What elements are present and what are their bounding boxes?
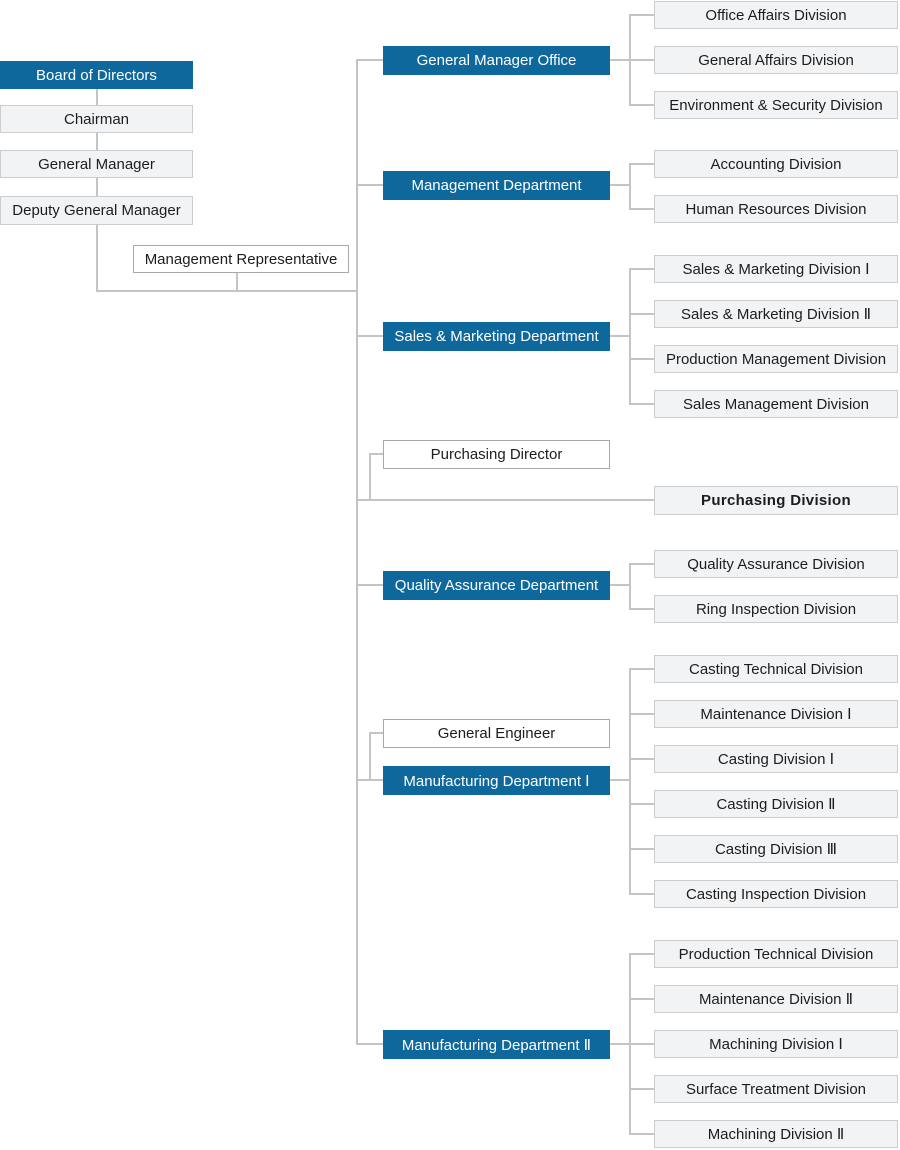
node-casting-division-2: Casting Division Ⅱ bbox=[654, 790, 898, 818]
node-management-representative: Management Representative bbox=[133, 245, 349, 273]
connector-line bbox=[629, 358, 656, 360]
node-casting-inspection-division: Casting Inspection Division bbox=[654, 880, 898, 908]
connector-line bbox=[629, 1043, 656, 1045]
node-general-manager-office: General Manager Office bbox=[383, 46, 610, 75]
node-maintenance-division-2: Maintenance Division Ⅱ bbox=[654, 985, 898, 1013]
connector-line bbox=[629, 208, 656, 210]
connector-line bbox=[629, 163, 656, 165]
node-manufacturing-department-2: Manufacturing Department Ⅱ bbox=[383, 1030, 610, 1059]
node-purchasing-division: Purchasing Division bbox=[654, 486, 898, 515]
node-surface-treatment-division: Surface Treatment Division bbox=[654, 1075, 898, 1103]
connector-line bbox=[629, 14, 656, 16]
connector-line bbox=[356, 499, 655, 501]
node-manufacturing-department-1: Manufacturing Department Ⅰ bbox=[383, 766, 610, 795]
connector-line bbox=[629, 59, 656, 61]
connector-line bbox=[629, 998, 656, 1000]
connector-line bbox=[629, 713, 656, 715]
connector-line bbox=[96, 290, 358, 292]
connector-line bbox=[629, 893, 656, 895]
connector-line bbox=[369, 453, 371, 501]
node-quality-assurance-division: Quality Assurance Division bbox=[654, 550, 898, 578]
connector-line bbox=[629, 1133, 656, 1135]
connector-line bbox=[96, 89, 98, 292]
connector-line bbox=[629, 758, 656, 760]
connector-line bbox=[629, 668, 656, 670]
connector-line bbox=[629, 848, 656, 850]
node-management-department: Management Department bbox=[383, 171, 610, 200]
connector-line bbox=[629, 1088, 656, 1090]
node-casting-division-3: Casting Division Ⅲ bbox=[654, 835, 898, 863]
node-casting-division-1: Casting Division Ⅰ bbox=[654, 745, 898, 773]
node-sales-marketing-division-1: Sales & Marketing Division Ⅰ bbox=[654, 255, 898, 283]
connector-line bbox=[609, 779, 631, 781]
connector-line bbox=[369, 732, 384, 734]
connector-line bbox=[629, 803, 656, 805]
connector-line bbox=[629, 563, 656, 565]
node-quality-assurance-department: Quality Assurance Department bbox=[383, 571, 610, 600]
connector-line bbox=[609, 335, 631, 337]
connector-line bbox=[629, 268, 656, 270]
connector-line bbox=[356, 335, 384, 337]
connector-line bbox=[609, 1043, 631, 1045]
node-chairman: Chairman bbox=[0, 105, 193, 133]
connector-line bbox=[629, 563, 631, 610]
node-purchasing-director: Purchasing Director bbox=[383, 440, 610, 469]
connector-line bbox=[609, 59, 631, 61]
connector-line bbox=[356, 584, 384, 586]
node-machining-division-2: Machining Division Ⅱ bbox=[654, 1120, 898, 1148]
connector-line bbox=[356, 1043, 384, 1045]
node-general-engineer: General Engineer bbox=[383, 719, 610, 748]
node-sales-management-division: Sales Management Division bbox=[654, 390, 898, 418]
node-general-affairs-division: General Affairs Division bbox=[654, 46, 898, 74]
connector-line bbox=[629, 313, 656, 315]
connector-line bbox=[609, 184, 631, 186]
connector-line bbox=[356, 59, 384, 61]
connector-line bbox=[629, 608, 656, 610]
node-deputy-general-manager: Deputy General Manager bbox=[0, 196, 193, 225]
connector-line bbox=[236, 272, 238, 292]
connector-line bbox=[629, 403, 656, 405]
node-ring-inspection-division: Ring Inspection Division bbox=[654, 595, 898, 623]
node-office-affairs-division: Office Affairs Division bbox=[654, 1, 898, 29]
connector-line bbox=[629, 953, 656, 955]
node-environment-security-division: Environment & Security Division bbox=[654, 91, 898, 119]
connector-line bbox=[369, 453, 384, 455]
node-maintenance-division-1: Maintenance Division Ⅰ bbox=[654, 700, 898, 728]
connector-line bbox=[609, 584, 631, 586]
connector-line bbox=[629, 104, 656, 106]
connector-line bbox=[629, 668, 631, 895]
node-production-management-division: Production Management Division bbox=[654, 345, 898, 373]
node-human-resources-division: Human Resources Division bbox=[654, 195, 898, 223]
node-sales-marketing-division-2: Sales & Marketing Division Ⅱ bbox=[654, 300, 898, 328]
node-accounting-division: Accounting Division bbox=[654, 150, 898, 178]
connector-line bbox=[356, 779, 384, 781]
connector-line bbox=[629, 163, 631, 210]
connector-line bbox=[369, 732, 371, 781]
node-general-manager: General Manager bbox=[0, 150, 193, 178]
connector-line bbox=[356, 184, 384, 186]
node-casting-technical-division: Casting Technical Division bbox=[654, 655, 898, 683]
node-machining-division-1: Machining Division Ⅰ bbox=[654, 1030, 898, 1058]
node-board-of-directors: Board of Directors bbox=[0, 61, 193, 89]
connector-line bbox=[356, 59, 358, 1045]
node-production-technical-division: Production Technical Division bbox=[654, 940, 898, 968]
node-sales-marketing-department: Sales & Marketing Department bbox=[383, 322, 610, 351]
